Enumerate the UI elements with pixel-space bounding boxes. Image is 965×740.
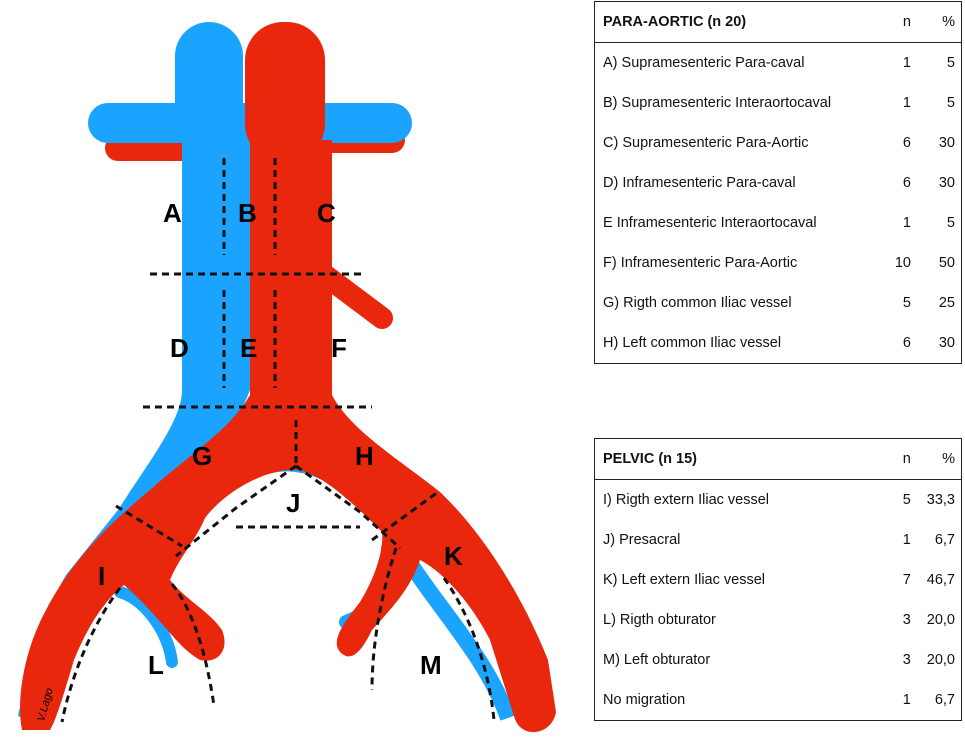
table-title: PARA-AORTIC (n 20) [595, 2, 886, 43]
col-header-n: n [885, 2, 919, 43]
row-n: 6 [885, 123, 919, 163]
para-aortic-table: PARA-AORTIC (n 20) n % A) Supramesenteri… [594, 1, 962, 364]
row-percent: 33,3 [919, 480, 962, 521]
row-percent: 20,0 [919, 640, 962, 680]
row-n: 1 [885, 520, 919, 560]
row-label: No migration [595, 680, 885, 721]
table-header-row: PELVIC (n 15) n % [595, 439, 962, 480]
zone-label-m: M [420, 650, 442, 680]
row-label: L) Rigth obturator [595, 600, 885, 640]
table-header-row: PARA-AORTIC (n 20) n % [595, 2, 962, 43]
row-label: B) Supramesenteric Interaortocaval [595, 83, 886, 123]
row-n: 6 [885, 323, 919, 364]
zone-label-d: D [170, 333, 189, 363]
row-n: 5 [885, 480, 919, 521]
row-percent: 30 [919, 163, 962, 203]
pelvic-table: PELVIC (n 15) n % I) Rigth extern Iliac … [594, 438, 962, 721]
row-label: D) Inframesenteric Para-caval [595, 163, 886, 203]
row-percent: 5 [919, 43, 962, 84]
row-percent: 20,0 [919, 600, 962, 640]
row-label: H) Left common Iliac vessel [595, 323, 886, 364]
row-n: 1 [885, 43, 919, 84]
row-n: 3 [885, 640, 919, 680]
zone-label-f: F [331, 333, 347, 363]
row-label: M) Left obturator [595, 640, 885, 680]
row-label: F) Inframesenteric Para-Aortic [595, 243, 886, 283]
row-n: 1 [885, 203, 919, 243]
zone-label-k: K [444, 541, 463, 571]
row-percent: 30 [919, 323, 962, 364]
vascular-anatomy-diagram: A B C D E F G H I J K L M V.Lago [0, 0, 590, 740]
row-n: 1 [885, 680, 919, 721]
row-label: J) Presacral [595, 520, 885, 560]
row-percent: 6,7 [919, 680, 962, 721]
row-label: C) Supramesenteric Para-Aortic [595, 123, 886, 163]
row-percent: 30 [919, 123, 962, 163]
zone-label-h: H [355, 441, 374, 471]
row-n: 5 [885, 283, 919, 323]
row-n: 1 [885, 83, 919, 123]
row-n: 7 [885, 560, 919, 600]
row-percent: 46,7 [919, 560, 962, 600]
row-n: 3 [885, 600, 919, 640]
row-n: 10 [885, 243, 919, 283]
col-header-percent: % [919, 2, 962, 43]
zone-label-b: B [238, 198, 257, 228]
row-label: K) Left extern Iliac vessel [595, 560, 885, 600]
zone-label-c: C [317, 198, 336, 228]
col-header-percent: % [919, 439, 962, 480]
row-percent: 25 [919, 283, 962, 323]
zone-label-j: J [286, 488, 300, 518]
row-percent: 5 [919, 203, 962, 243]
zone-label-g: G [192, 441, 212, 471]
col-header-n: n [885, 439, 919, 480]
zone-label-i: I [98, 561, 105, 591]
row-label: G) Rigth common Iliac vessel [595, 283, 886, 323]
table-title: PELVIC (n 15) [595, 439, 885, 480]
row-label: E Inframesenteric Interaortocaval [595, 203, 886, 243]
zone-label-l: L [148, 650, 164, 680]
row-percent: 5 [919, 83, 962, 123]
row-percent: 6,7 [919, 520, 962, 560]
zone-label-a: A [163, 198, 182, 228]
row-percent: 50 [919, 243, 962, 283]
row-n: 6 [885, 163, 919, 203]
row-label: I) Rigth extern Iliac vessel [595, 480, 885, 521]
zone-label-e: E [240, 333, 257, 363]
row-label: A) Supramesenteric Para-caval [595, 43, 886, 84]
